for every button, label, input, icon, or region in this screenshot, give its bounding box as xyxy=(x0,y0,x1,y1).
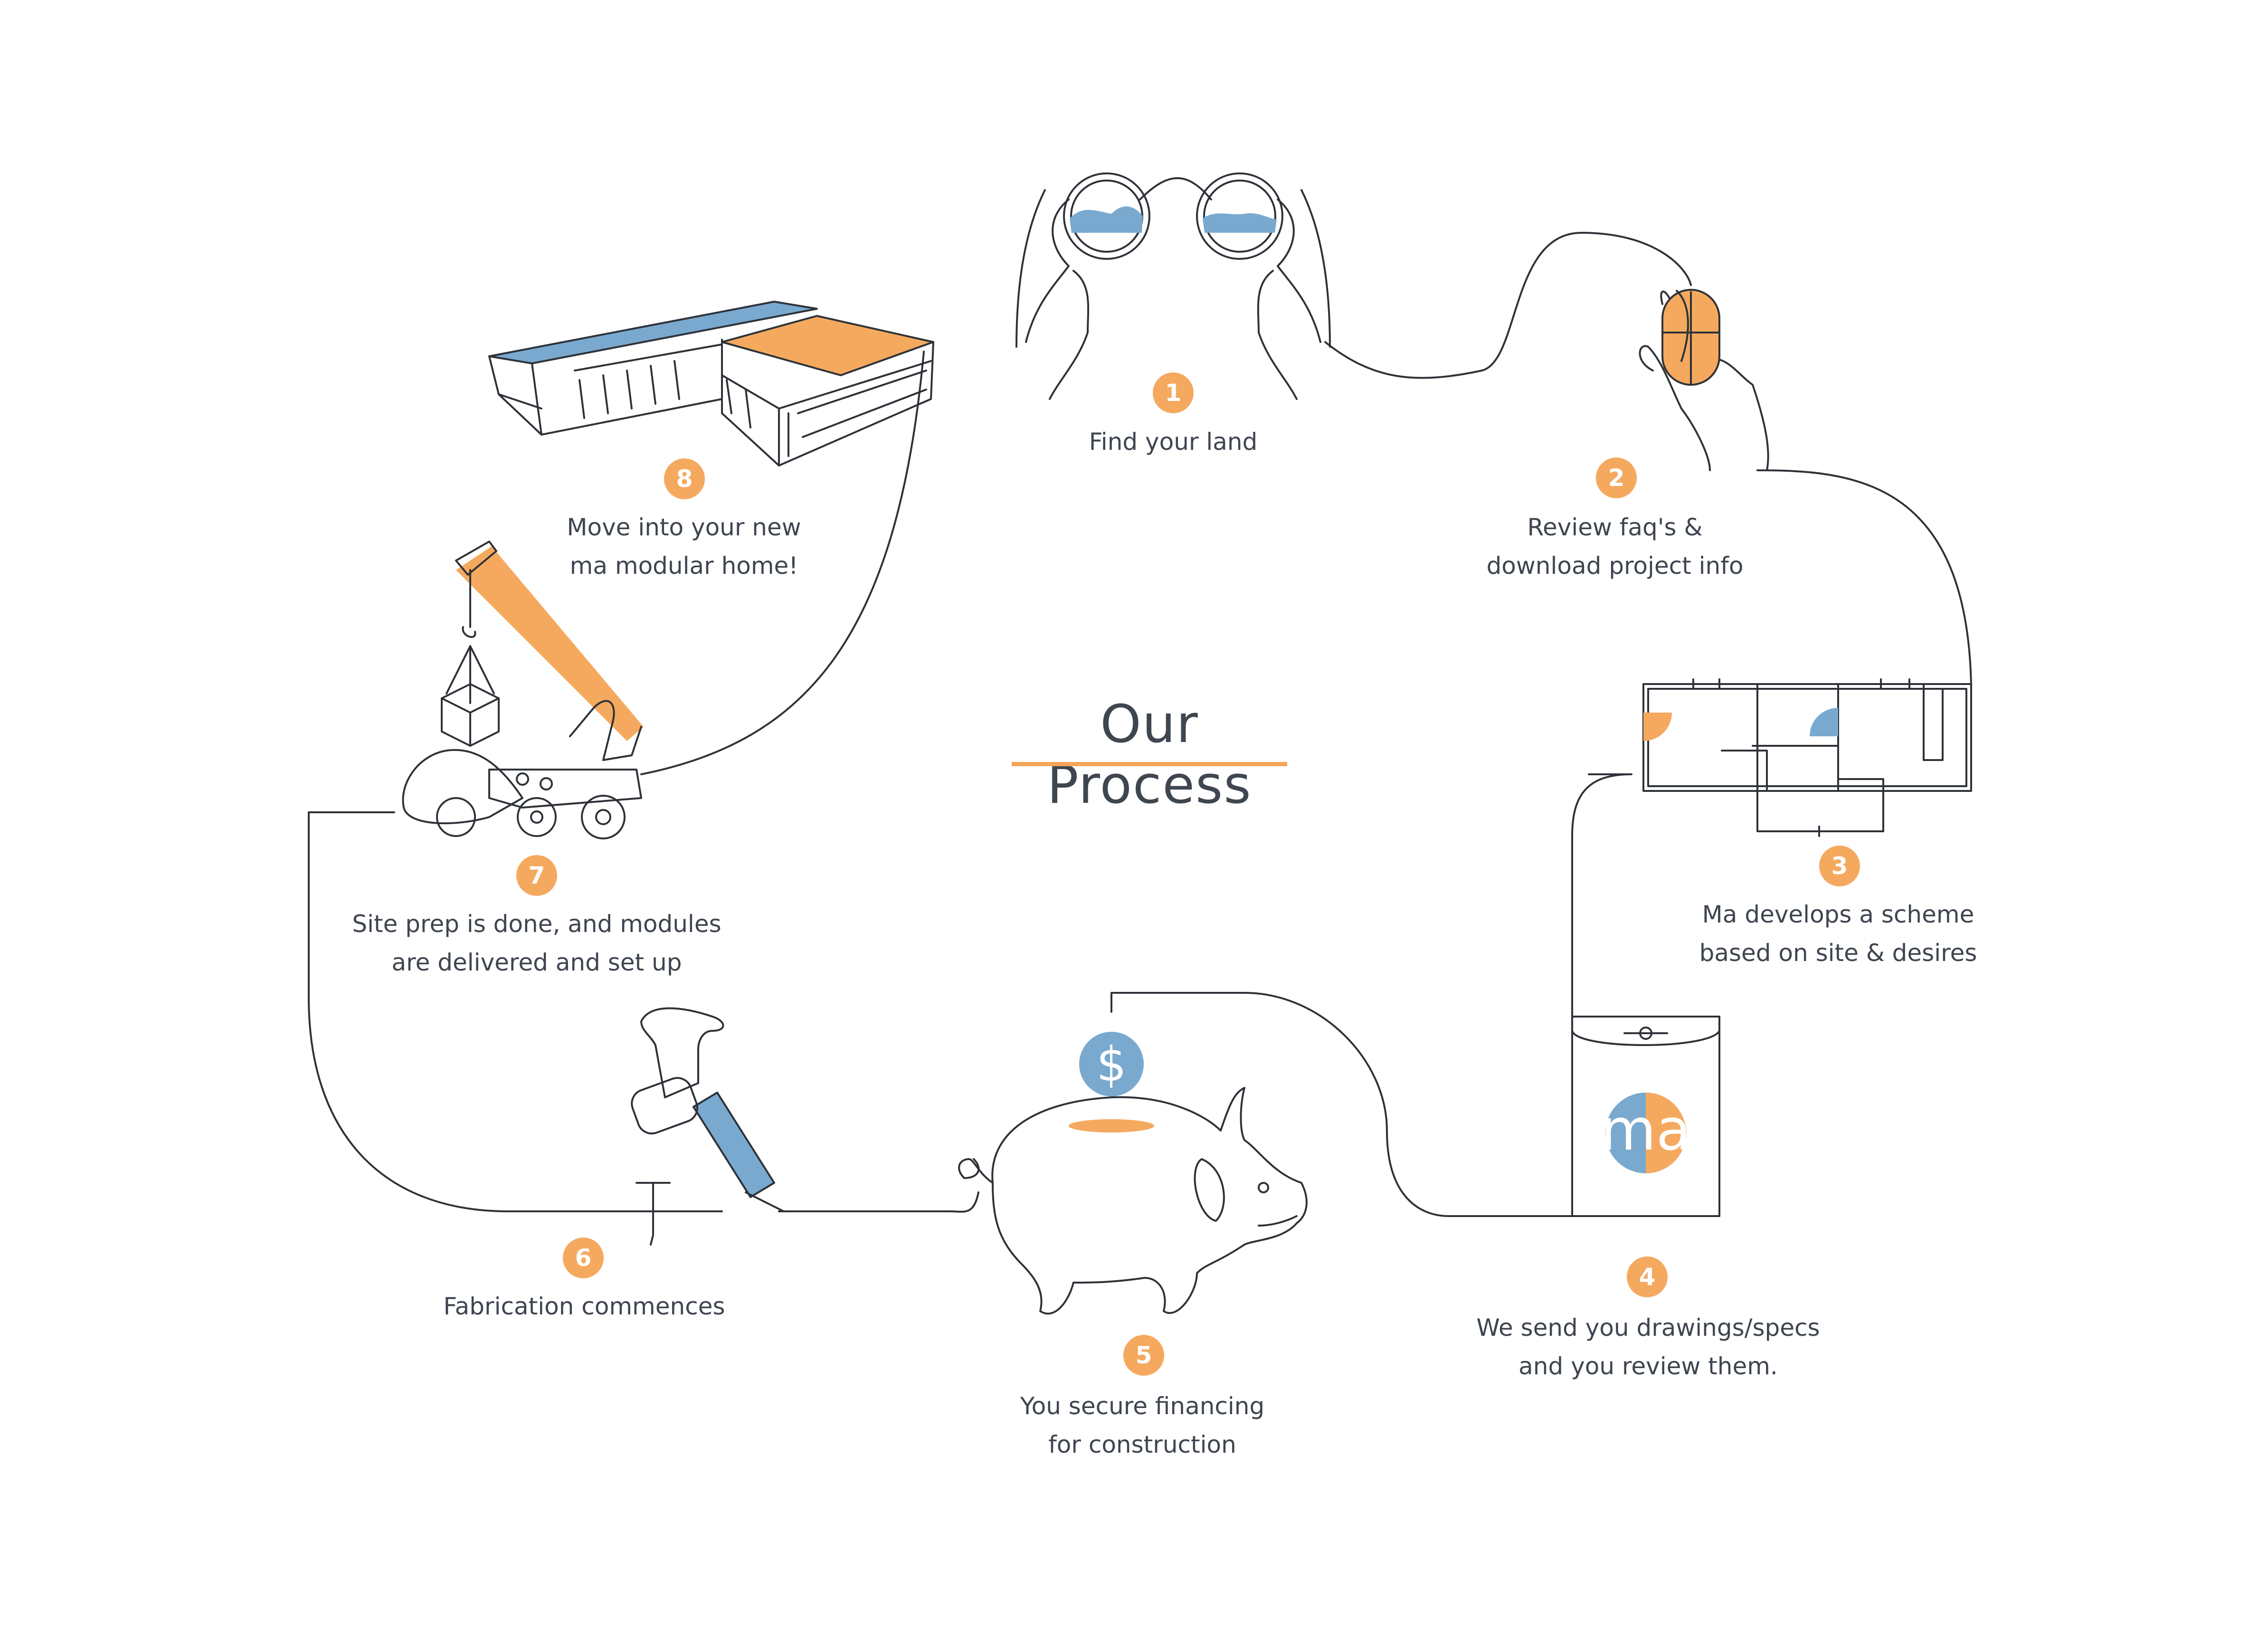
step-6-line-1: Fabrication commences xyxy=(443,1293,725,1320)
step-2-badge: 2 xyxy=(1596,457,1637,498)
step-8-line-2: ma modular home! xyxy=(569,552,798,580)
step-3-caption: Ma develops a scheme based on site & des… xyxy=(1601,895,2076,972)
computer-mouse-icon xyxy=(1639,289,1769,471)
page-title: Our Process xyxy=(1047,694,1252,815)
dollar-coin: $ xyxy=(1096,1037,1127,1092)
title-underline xyxy=(1012,762,1287,766)
step-1-badge: 1 xyxy=(1153,372,1194,413)
step-8-line-1: Move into your new xyxy=(567,514,801,541)
step-1-line-1: Find your land xyxy=(1089,428,1258,456)
step-4-line-2: and you review them. xyxy=(1518,1352,1778,1380)
crane-truck-icon xyxy=(402,541,644,839)
step-7-badge: 7 xyxy=(516,855,557,896)
step-7-line-1: Site prep is done, and modules xyxy=(352,910,721,938)
connector-line xyxy=(308,232,1972,1217)
step-1-caption: Find your land xyxy=(936,423,1411,461)
modular-home-icon xyxy=(488,301,934,466)
hammer-nail-icon xyxy=(631,1007,785,1246)
step-8-badge: 8 xyxy=(664,458,705,499)
step-4-badge: 4 xyxy=(1627,1256,1668,1297)
step-7-caption: Site prep is done, and modules are deliv… xyxy=(299,905,774,982)
piggy-bank-icon: $ xyxy=(958,1032,1308,1315)
step-2-line-2: download project info xyxy=(1486,552,1744,580)
step-2-line-1: Review faq's & xyxy=(1527,514,1703,541)
binoculars-icon xyxy=(1015,172,1331,400)
step-4-caption: We send you drawings/specs and you revie… xyxy=(1411,1309,1886,1386)
step-6-caption: Fabrication commences xyxy=(347,1287,822,1326)
step-3-badge: 3 xyxy=(1819,846,1860,886)
step-6-badge: 6 xyxy=(563,1237,604,1278)
step-4-line-1: We send you drawings/specs xyxy=(1476,1314,1820,1342)
step-3-line-2: based on site & desires xyxy=(1699,939,1977,967)
step-2-caption: Review faq's & download project info xyxy=(1377,508,1852,585)
step-5-line-2: for construction xyxy=(1048,1431,1236,1458)
step-5-line-1: You secure financing xyxy=(1020,1392,1265,1420)
step-7-line-2: are delivered and set up xyxy=(391,949,682,976)
step-5-caption: You secure financing for construction xyxy=(905,1387,1380,1464)
ma-logo: ma xyxy=(1601,1097,1691,1163)
step-5-badge: 5 xyxy=(1123,1335,1164,1376)
floor-plan-icon xyxy=(1642,678,1972,837)
step-3-line-1: Ma develops a scheme xyxy=(1702,901,1974,928)
step-8-caption: Move into your new ma modular home! xyxy=(446,508,921,585)
document-envelope-icon: ma xyxy=(1571,1016,1720,1217)
